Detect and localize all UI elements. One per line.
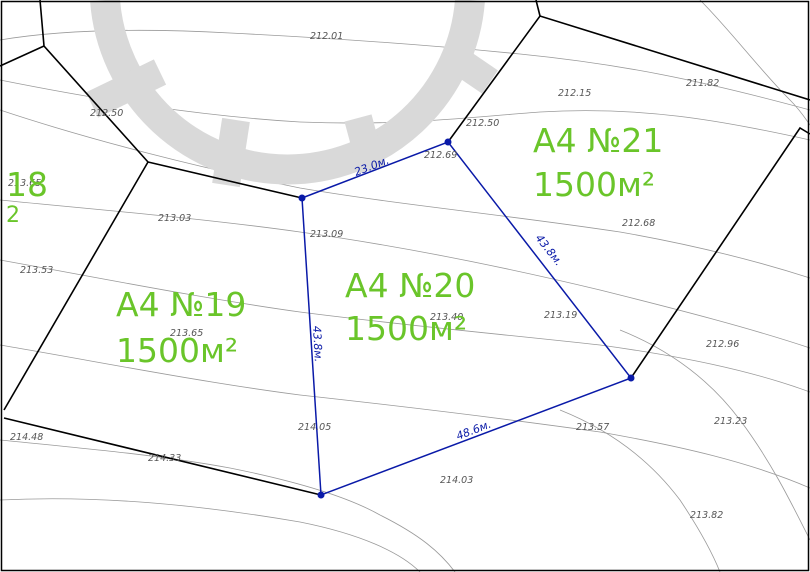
parcel-line: [630, 126, 810, 379]
elevation-label: 212.96: [706, 339, 739, 350]
elevation-label: 213.19: [544, 310, 577, 321]
lot-19-area: 1500м²: [116, 331, 238, 370]
elevation-label: 213.23: [714, 416, 747, 427]
elevation-label: 213.09: [310, 229, 343, 240]
plot-vertex: [627, 374, 635, 382]
parcel-line: [147, 161, 303, 199]
contour-line: [0, 344, 810, 489]
dimension-right: 43.8м.: [533, 232, 566, 269]
elevation-label: 212.50: [90, 108, 123, 119]
road-roundabout: [85, 0, 498, 188]
contour-line: [619, 329, 810, 541]
elevation-label: 212.50: [466, 118, 499, 129]
elevation-label: 212.01: [310, 31, 343, 42]
plot-vertex: [444, 138, 452, 146]
lot-labels: А4 №19 1500м² А4 №20 1500м² А4 №21 1500м…: [6, 121, 663, 370]
plot-vertex: [317, 491, 325, 499]
dimension-left: 43.8м.: [310, 325, 325, 362]
elevation-label: 213.03: [158, 213, 191, 224]
lot-18-name: 18: [6, 165, 48, 204]
plot-20-outline: [298, 138, 635, 499]
dimension-bottom: 48.6м.: [454, 418, 493, 443]
elevation-label: 213.65: [170, 328, 203, 339]
contour-line: [0, 199, 810, 349]
elevation-label: 213.57: [576, 422, 609, 433]
lot-21-name: А4 №21: [533, 121, 663, 160]
contour-line: [0, 109, 810, 279]
parcel-boundaries: [0, 0, 810, 496]
elevation-label: 214.05: [298, 422, 331, 433]
plot-vertex: [298, 194, 306, 202]
lot-18-area: 2: [6, 203, 20, 228]
elevation-label: 214.03: [440, 475, 473, 486]
elevation-label: 213.65: [8, 178, 41, 189]
elevation-label: 213.40: [430, 312, 463, 323]
contour-line: [559, 409, 721, 572]
contour-line: [0, 259, 810, 393]
elevation-label: 211.82: [686, 78, 719, 89]
lot-19-name: А4 №19: [116, 285, 246, 324]
elevation-label: 213.53: [20, 265, 53, 276]
elevation-label: 213.82: [690, 510, 723, 521]
lot-20-name: А4 №20: [345, 266, 475, 305]
parcel-line: [3, 161, 149, 411]
elevation-labels: 212.01 212.50 212.15 211.82 212.50 212.6…: [8, 31, 747, 521]
contour-line: [0, 498, 421, 572]
contour-line: [0, 439, 456, 572]
elevation-label: 214.33: [148, 453, 181, 464]
elevation-label: 212.15: [558, 88, 591, 99]
parcel-line: [3, 417, 322, 496]
contour-line: [699, 0, 810, 126]
lot-21-area: 1500м²: [533, 165, 655, 204]
lot-20-area: 1500м²: [345, 309, 467, 348]
elevation-label: 212.69: [424, 150, 457, 161]
elevation-label: 214.48: [10, 432, 43, 443]
parcel-line: [535, 0, 541, 17]
elevation-label: 212.68: [622, 218, 655, 229]
parcel-line: [0, 45, 45, 67]
